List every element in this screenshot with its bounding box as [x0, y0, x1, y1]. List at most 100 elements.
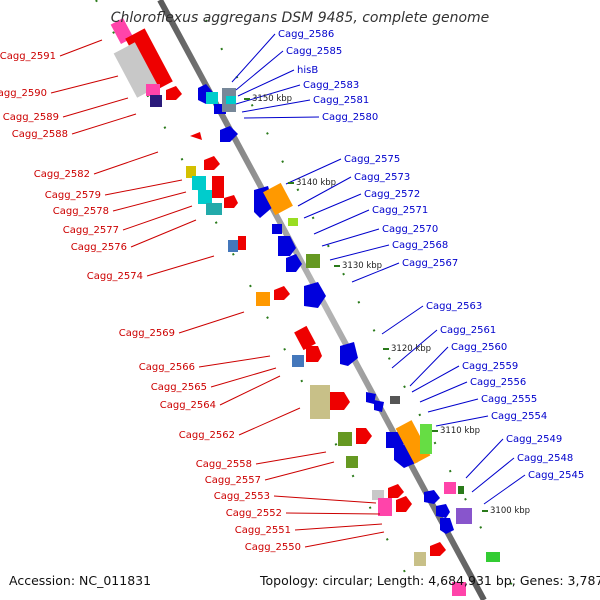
gene-label[interactable]: Cagg_2555 [481, 394, 537, 405]
gene-feature[interactable] [440, 518, 454, 534]
gene-label[interactable]: Cagg_2568 [392, 240, 448, 251]
gene-feature[interactable] [212, 176, 224, 198]
gene-feature[interactable] [220, 126, 238, 142]
gene-feature[interactable] [272, 224, 282, 234]
gene-feature[interactable] [192, 176, 206, 190]
gene-label[interactable]: Cagg_2558 [196, 459, 252, 470]
gene-label[interactable]: Cagg_2570 [382, 224, 438, 235]
gene-feature[interactable] [274, 286, 290, 300]
gene-label[interactable]: Cagg_2589 [3, 112, 59, 123]
gene-feature[interactable] [386, 432, 404, 448]
gene-feature[interactable] [304, 282, 326, 308]
gene-feature[interactable] [346, 456, 358, 468]
gene-label[interactable]: Cagg_2567 [402, 258, 458, 269]
gene-label[interactable]: Cagg_2574 [87, 271, 143, 282]
gene-label[interactable]: Cagg_2585 [286, 46, 342, 57]
gene-label[interactable]: Cagg_2559 [462, 361, 518, 372]
gene-label[interactable]: Cagg_2563 [426, 301, 482, 312]
gene-label[interactable]: Cagg_2557 [205, 475, 261, 486]
gene-label[interactable]: Cagg_2572 [364, 189, 420, 200]
gene-label[interactable]: Cagg_2556 [470, 377, 526, 388]
gene-label[interactable]: Cagg_2571 [372, 205, 428, 216]
gene-feature[interactable] [414, 552, 426, 566]
gene-feature[interactable] [306, 254, 320, 268]
gene-feature[interactable] [286, 254, 302, 272]
gene-label[interactable]: Cagg_2580 [322, 112, 378, 123]
gene-feature[interactable] [390, 396, 400, 404]
gene-feature[interactable] [206, 203, 222, 215]
gene-label[interactable]: Cagg_2588 [12, 129, 68, 140]
gene-label[interactable]: Cagg_2591 [0, 51, 56, 62]
gene-feature[interactable] [198, 190, 212, 204]
gene-feature[interactable] [372, 490, 384, 500]
gene-feature[interactable] [366, 392, 376, 404]
gene-feature[interactable] [263, 182, 293, 216]
gene-feature[interactable] [310, 385, 330, 419]
gene-label[interactable]: Cagg_2582 [34, 169, 90, 180]
gene-feature[interactable] [378, 498, 392, 516]
gene-feature[interactable] [113, 42, 159, 98]
gene-feature[interactable] [214, 104, 226, 114]
gene-feature[interactable] [256, 292, 270, 306]
gene-feature[interactable] [294, 325, 316, 351]
gene-label[interactable]: Cagg_2578 [53, 206, 109, 217]
gene-feature[interactable] [146, 84, 160, 96]
gene-feature[interactable] [444, 482, 456, 494]
gene-label[interactable]: Cagg_2565 [151, 382, 207, 393]
gene-label[interactable]: Cagg_2549 [506, 434, 562, 445]
gene-feature[interactable] [388, 484, 404, 498]
gene-feature[interactable] [125, 28, 173, 92]
gene-label[interactable]: Cagg_2554 [491, 411, 547, 422]
gene-feature[interactable] [424, 490, 440, 504]
gene-label[interactable]: Cagg_2573 [354, 172, 410, 183]
gene-label[interactable]: Cagg_2590 [0, 88, 47, 99]
gene-feature[interactable] [206, 92, 218, 104]
gene-feature[interactable] [340, 342, 358, 366]
gene-label[interactable]: Cagg_2551 [235, 525, 291, 536]
gene-feature[interactable] [394, 444, 418, 468]
gene-label[interactable]: Cagg_2577 [63, 225, 119, 236]
gene-label[interactable]: Cagg_2566 [139, 362, 195, 373]
gene-label[interactable]: Cagg_2561 [440, 325, 496, 336]
gene-feature[interactable] [456, 508, 472, 524]
gene-feature[interactable] [330, 392, 350, 410]
gene-feature[interactable] [306, 346, 322, 362]
gene-label[interactable]: Cagg_2564 [160, 400, 216, 411]
gene-label[interactable]: Cagg_2575 [344, 154, 400, 165]
gene-feature[interactable] [226, 96, 236, 104]
gene-feature[interactable] [338, 432, 352, 446]
gene-feature[interactable] [420, 424, 432, 454]
gene-feature[interactable] [486, 552, 500, 562]
gene-feature[interactable] [396, 496, 412, 512]
gene-label[interactable]: Cagg_2581 [313, 95, 369, 106]
gene-feature[interactable] [190, 132, 202, 140]
gene-label[interactable]: Cagg_2550 [245, 542, 301, 553]
gene-feature[interactable] [166, 86, 182, 100]
gene-feature[interactable] [224, 195, 238, 208]
gene-feature[interactable] [204, 156, 220, 170]
gene-label[interactable]: Cagg_2586 [278, 29, 334, 40]
gene-label[interactable]: hisB [297, 65, 318, 76]
gene-label[interactable]: Cagg_2562 [179, 430, 235, 441]
gene-feature[interactable] [430, 542, 446, 556]
gene-label[interactable]: Cagg_2569 [119, 328, 175, 339]
gene-label[interactable]: Cagg_2545 [528, 470, 584, 481]
gene-feature[interactable] [150, 95, 162, 107]
gene-label[interactable]: Cagg_2583 [303, 80, 359, 91]
gene-label[interactable]: Cagg_2576 [71, 242, 127, 253]
gene-label[interactable]: Cagg_2560 [451, 342, 507, 353]
gene-feature[interactable] [356, 428, 372, 444]
gene-label[interactable]: Cagg_2579 [45, 190, 101, 201]
gene-feature[interactable] [288, 218, 298, 226]
gene-feature[interactable] [186, 166, 196, 178]
gene-feature[interactable] [374, 400, 384, 412]
gene-feature[interactable] [278, 236, 296, 256]
gene-feature[interactable] [292, 355, 304, 367]
gene-label[interactable]: Cagg_2552 [226, 508, 282, 519]
gene-label[interactable]: Cagg_2553 [214, 491, 270, 502]
gene-feature[interactable] [238, 236, 246, 250]
gene-feature[interactable] [228, 240, 238, 252]
gene-label[interactable]: Cagg_2548 [517, 453, 573, 464]
gene-feature[interactable] [436, 504, 450, 518]
gene-feature[interactable] [452, 582, 466, 596]
